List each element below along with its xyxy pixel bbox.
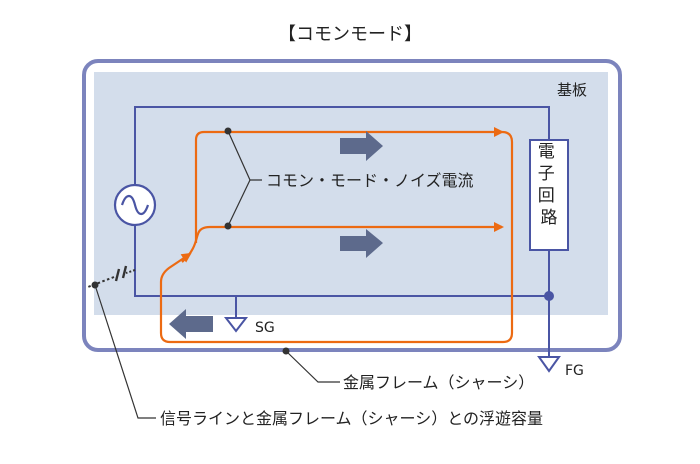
stray-capacitance-leader bbox=[94, 284, 156, 419]
flow-arrow-icon bbox=[340, 131, 383, 161]
ac-source-icon bbox=[113, 183, 157, 227]
fg-junction-dot bbox=[544, 291, 554, 301]
frame-leader-line bbox=[285, 350, 340, 383]
circuit-board bbox=[94, 72, 608, 315]
stray-capacitance-icon bbox=[87, 265, 136, 288]
fg-ground-icon bbox=[537, 356, 561, 373]
leader-line-lower bbox=[227, 179, 251, 227]
board-label: 基板 bbox=[557, 81, 587, 99]
circuit-char-1: 電 bbox=[538, 142, 555, 162]
signal-line-bottom bbox=[134, 225, 550, 297]
flow-arrow-icon bbox=[169, 309, 213, 339]
sg-label: SG bbox=[255, 320, 275, 336]
circuit-char-4: 路 bbox=[541, 208, 558, 228]
signal-line-top bbox=[134, 106, 550, 186]
fg-label: FG bbox=[565, 363, 584, 379]
circuit-char-2: 子 bbox=[538, 164, 555, 184]
frame-label: 金属フレーム（シャーシ） bbox=[343, 373, 534, 392]
noise-current-path-upper bbox=[194, 127, 504, 243]
noise-current-label: コモン・モード・ノイズ電流 bbox=[266, 171, 474, 190]
noise-current-return-path bbox=[159, 130, 514, 344]
diagram-title: 【コモンモード】 bbox=[278, 24, 422, 45]
metal-frame bbox=[82, 59, 622, 352]
sg-ground-icon bbox=[223, 296, 249, 333]
noise-current-path-lower bbox=[181, 222, 504, 263]
flow-arrow-icon bbox=[340, 229, 383, 258]
electronic-circuit-label: 電 子 回 路 bbox=[538, 142, 560, 228]
electronic-circuit-box bbox=[529, 139, 569, 251]
stray-capacitance-label: 信号ラインと金属フレーム（シャーシ）との浮遊容量 bbox=[160, 409, 543, 428]
circuit-char-3: 回 bbox=[538, 186, 555, 206]
